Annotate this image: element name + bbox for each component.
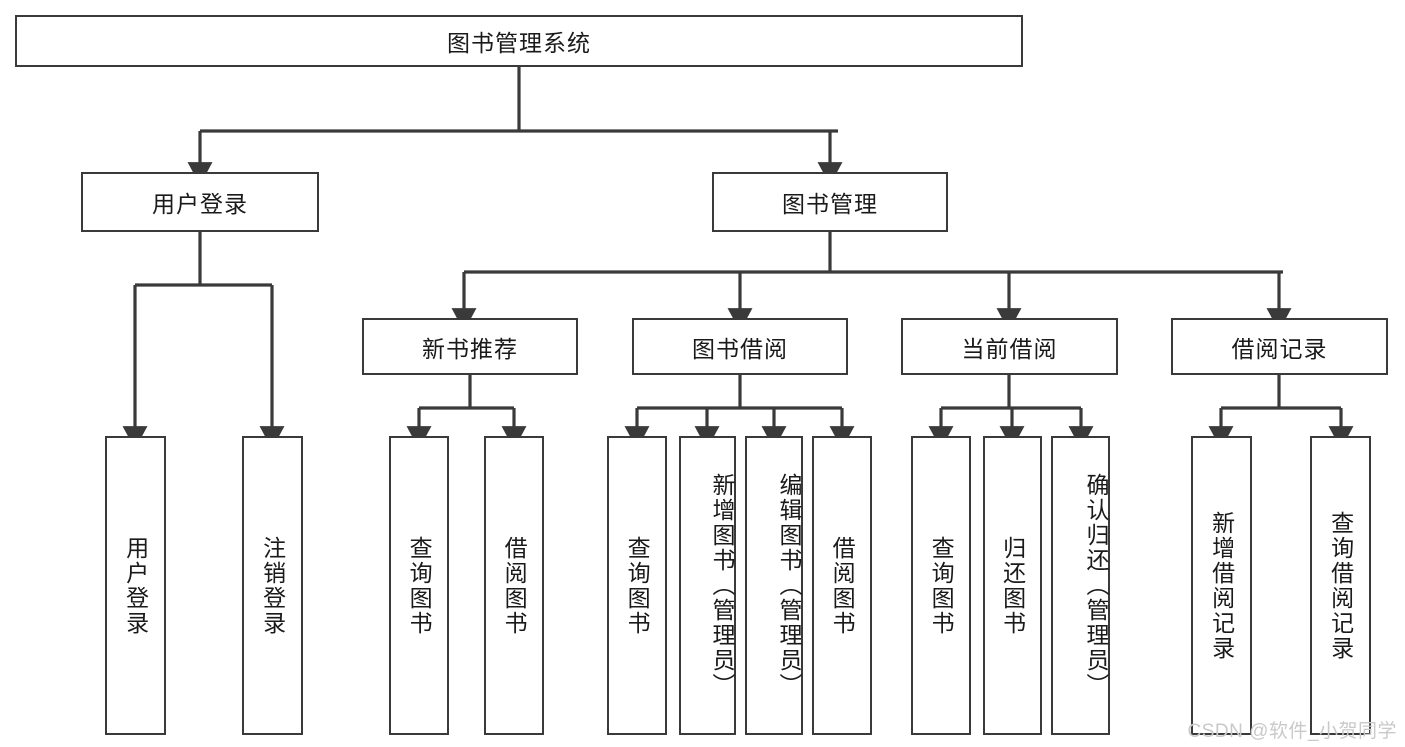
node-new-book-recommend-label: 新书推荐 bbox=[422, 335, 518, 362]
node-book-borrow[interactable]: 图书借阅 bbox=[632, 318, 848, 375]
node-leaf-label: 编辑图书（管理员） bbox=[776, 473, 802, 698]
node-leaf-query-book-b[interactable]: 查询图书 bbox=[607, 436, 667, 735]
node-user-login-label: 用户登录 bbox=[152, 191, 248, 217]
node-leaf-borrow-book-a[interactable]: 借阅图书 bbox=[484, 436, 544, 735]
node-leaf-borrow-book-b[interactable]: 借阅图书 bbox=[812, 436, 872, 735]
node-leaf-label: 新增借阅记录 bbox=[1208, 510, 1235, 661]
node-leaf-label: 归还图书 bbox=[999, 535, 1026, 636]
node-leaf-label: 借阅图书 bbox=[829, 535, 856, 636]
node-leaf-label: 新增图书（管理员） bbox=[709, 473, 735, 698]
node-leaf-query-book-a[interactable]: 查询图书 bbox=[389, 436, 449, 735]
node-root-system[interactable]: 图书管理系统 bbox=[15, 15, 1023, 67]
node-borrow-record-label: 借阅记录 bbox=[1231, 335, 1328, 362]
node-leaf-label: 用户登录 bbox=[122, 535, 149, 636]
node-root-label: 图书管理系统 bbox=[447, 30, 591, 56]
node-user-login[interactable]: 用户登录 bbox=[81, 172, 319, 232]
node-leaf-label: 查询借阅记录 bbox=[1327, 510, 1354, 661]
node-current-borrow-label: 当前借阅 bbox=[961, 335, 1058, 362]
node-leaf-add-book-admin[interactable]: 新增图书（管理员） bbox=[679, 436, 736, 735]
node-leaf-edit-book-admin[interactable]: 编辑图书（管理员） bbox=[745, 436, 803, 735]
node-leaf-query-book-c[interactable]: 查询图书 bbox=[911, 436, 971, 735]
node-leaf-confirm-return-admin[interactable]: 确认归还（管理员） bbox=[1051, 436, 1110, 735]
node-leaf-label: 查询图书 bbox=[624, 535, 651, 636]
node-leaf-query-borrow-record[interactable]: 查询借阅记录 bbox=[1310, 436, 1371, 735]
node-leaf-label: 查询图书 bbox=[406, 535, 433, 636]
node-book-borrow-label: 图书借阅 bbox=[692, 335, 788, 362]
node-leaf-label: 确认归还（管理员） bbox=[1083, 473, 1109, 698]
watermark-text: CSDN @软件_小贺同学 bbox=[1187, 721, 1397, 742]
node-leaf-user-login[interactable]: 用户登录 bbox=[105, 436, 166, 735]
node-new-book-recommend[interactable]: 新书推荐 bbox=[362, 318, 578, 375]
node-current-borrow[interactable]: 当前借阅 bbox=[901, 318, 1118, 375]
node-book-management[interactable]: 图书管理 bbox=[712, 172, 948, 232]
node-leaf-label: 注销登录 bbox=[259, 535, 286, 636]
node-leaf-logout[interactable]: 注销登录 bbox=[242, 436, 303, 735]
node-leaf-return-book[interactable]: 归还图书 bbox=[983, 436, 1042, 735]
node-book-management-label: 图书管理 bbox=[782, 191, 878, 217]
node-leaf-label: 借阅图书 bbox=[501, 535, 528, 636]
node-leaf-label: 查询图书 bbox=[928, 535, 955, 636]
node-leaf-add-borrow-record[interactable]: 新增借阅记录 bbox=[1191, 436, 1252, 735]
node-borrow-record[interactable]: 借阅记录 bbox=[1171, 318, 1388, 375]
